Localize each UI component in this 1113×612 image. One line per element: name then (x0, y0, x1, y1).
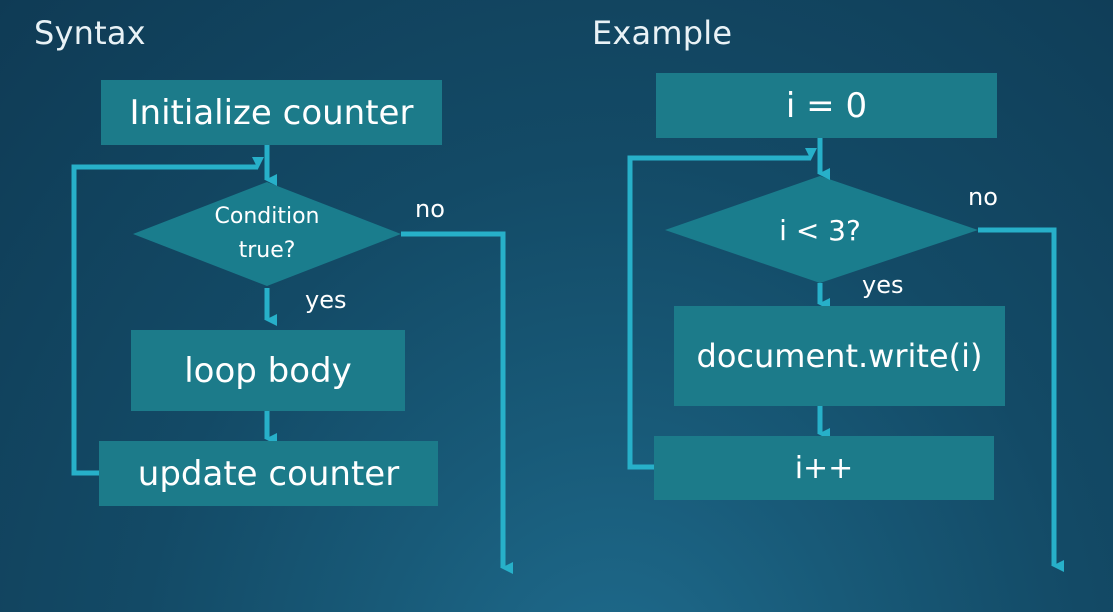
example-condition-diamond (665, 176, 978, 283)
example-init-box: i = 0 (656, 73, 997, 138)
example-no-exit-line (978, 227, 1064, 572)
syntax-init-box: Initialize counter (101, 80, 442, 145)
syntax-body-box: loop body (131, 330, 405, 411)
syntax-no-label: no (415, 195, 445, 223)
syntax-no-exit-line (401, 231, 513, 574)
example-yes-label: yes (862, 271, 904, 299)
syntax-body-label: loop body (184, 350, 352, 391)
syntax-init-label: Initialize counter (129, 92, 414, 133)
example-update-label: i++ (794, 450, 854, 486)
example-title: Example (592, 14, 733, 52)
syntax-title: Syntax (34, 14, 146, 52)
example-condition-label: i < 3? (779, 213, 861, 247)
syntax-yes-label: yes (305, 286, 347, 314)
example-body-label: document.write(i) (696, 337, 983, 375)
example-loop-back-line (627, 148, 817, 470)
example-no-label: no (968, 183, 998, 211)
example-update-box: i++ (654, 436, 994, 500)
syntax-condition-line2: true? (238, 238, 296, 263)
syntax-condition-label: Condition true? (167, 196, 367, 272)
syntax-condition-line1: Condition (214, 204, 320, 229)
example-body-box: document.write(i) (674, 306, 1005, 406)
syntax-update-box: update counter (99, 441, 438, 506)
syntax-update-label: update counter (137, 453, 400, 494)
example-init-label: i = 0 (785, 85, 868, 126)
syntax-loop-back-line (71, 157, 264, 476)
syntax-condition-diamond (133, 182, 401, 286)
